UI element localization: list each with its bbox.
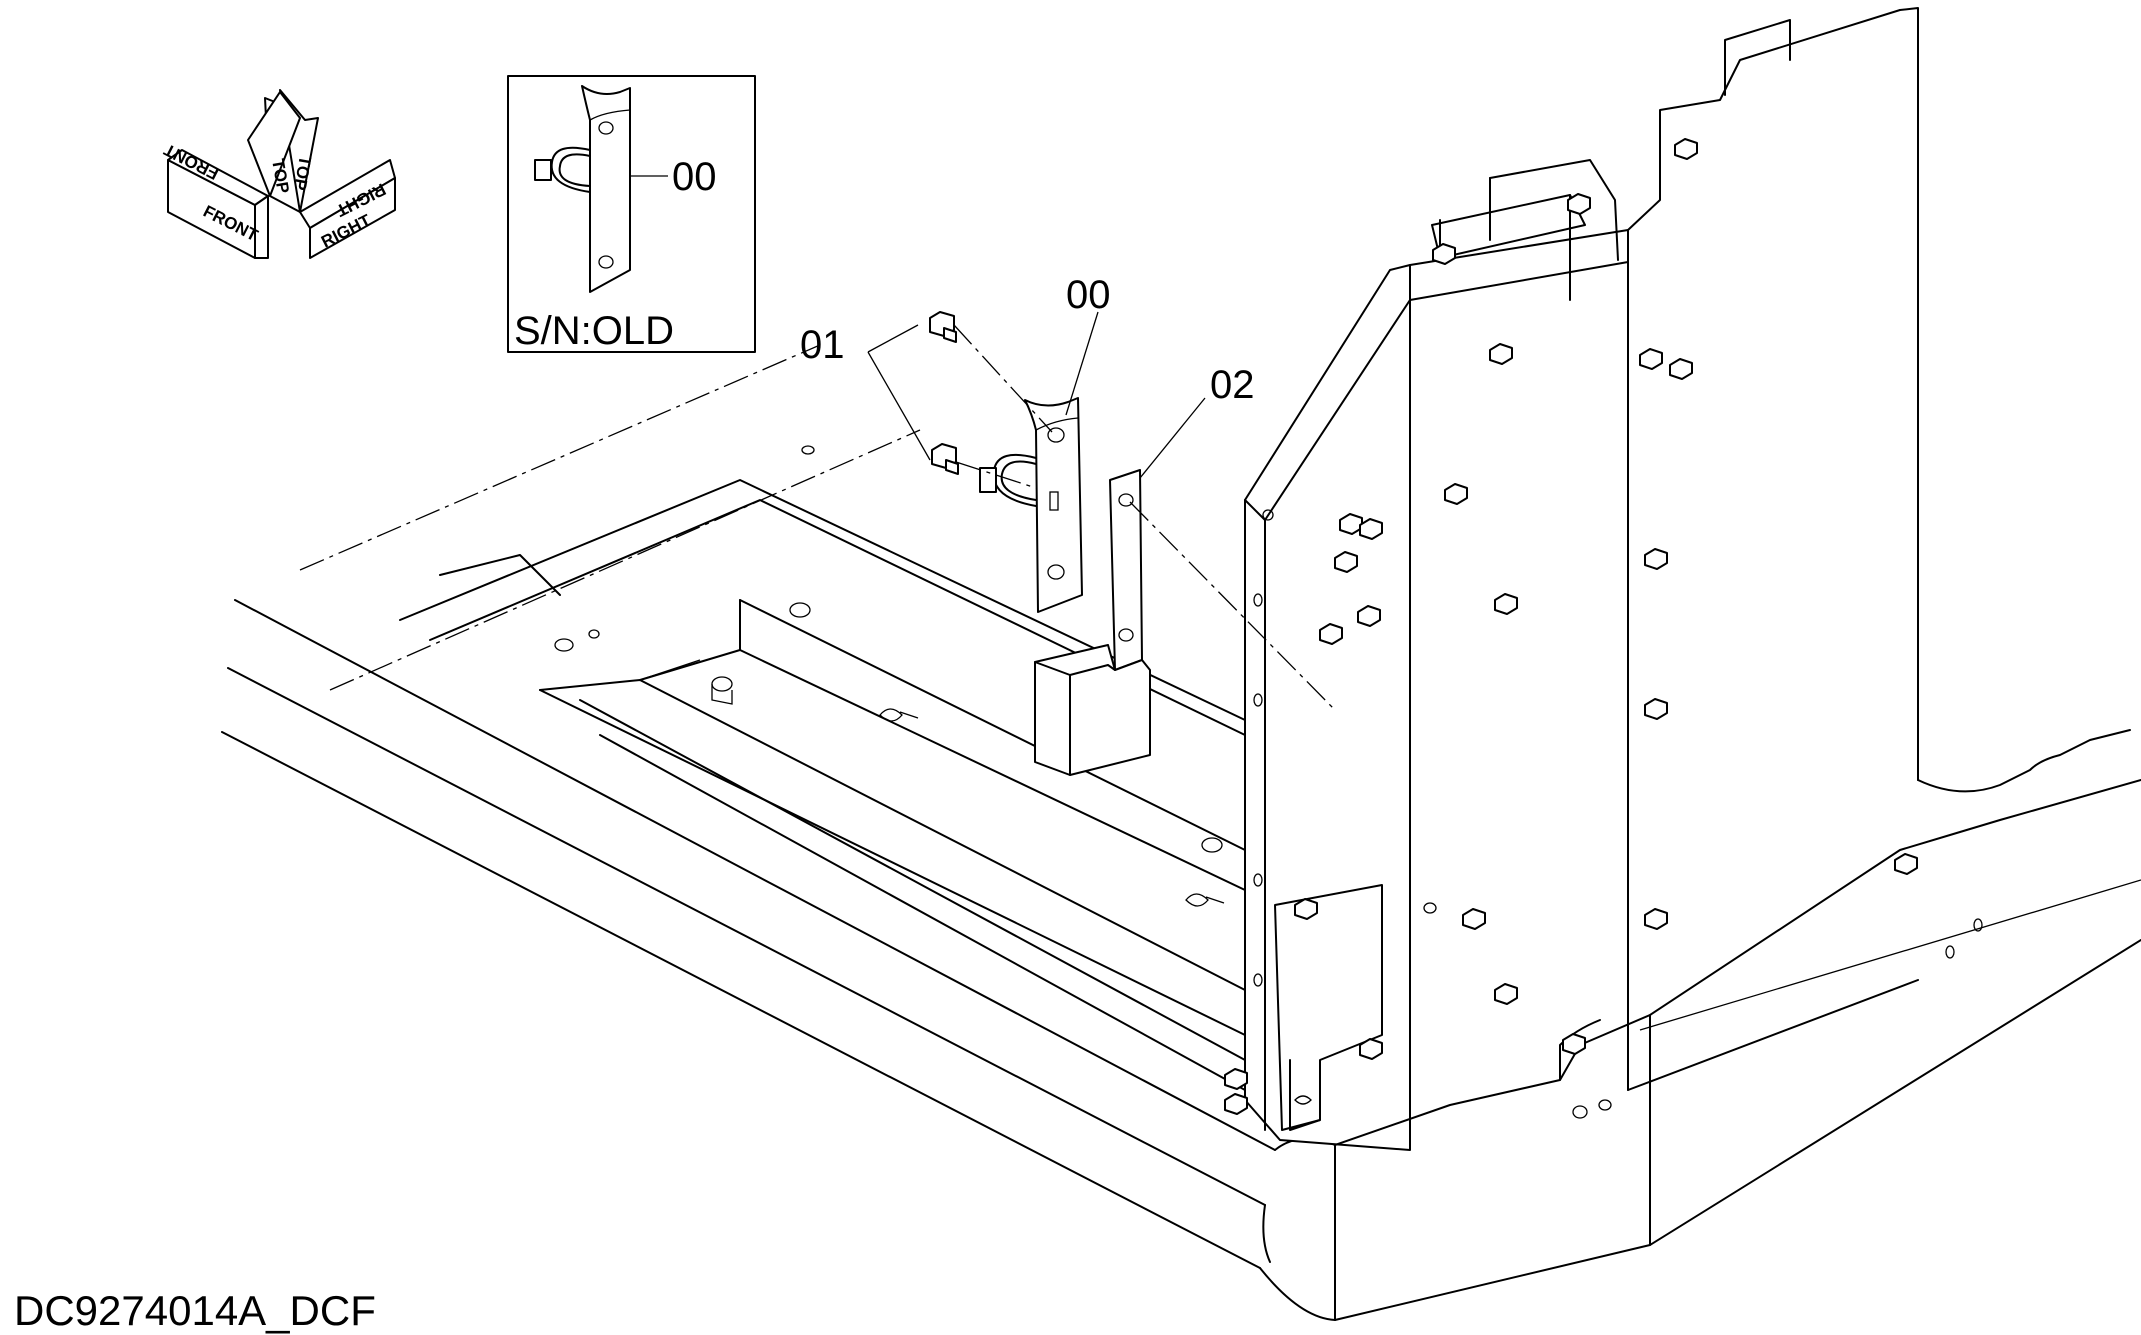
inset-old-bracket: 00 S/N:OLD xyxy=(507,75,756,353)
inset-frame xyxy=(507,75,756,353)
plate-bolts xyxy=(1319,138,1983,1119)
inset-caption: S/N:OLD xyxy=(514,309,674,353)
inset-bracket-drawing xyxy=(534,85,668,293)
direction-indicator: FRONT FRONT TOP TOP RIGHT RIGHT xyxy=(160,89,396,259)
callout-holder-02: 02 xyxy=(1210,363,1255,407)
callout-bolt-01: 01 xyxy=(800,323,845,367)
main-frame xyxy=(221,7,2141,1321)
holder-part-02 xyxy=(1034,469,1151,776)
document-code: DC9274014A_DCF xyxy=(14,1287,376,1334)
plate-holes xyxy=(1253,509,1274,987)
callout-bracket-00: 00 xyxy=(1066,273,1111,317)
leader-lines xyxy=(867,311,1336,711)
bolt-part-01 xyxy=(929,311,959,475)
inset-callout-label: 00 xyxy=(672,155,717,199)
bracket-part-00 xyxy=(979,397,1083,613)
